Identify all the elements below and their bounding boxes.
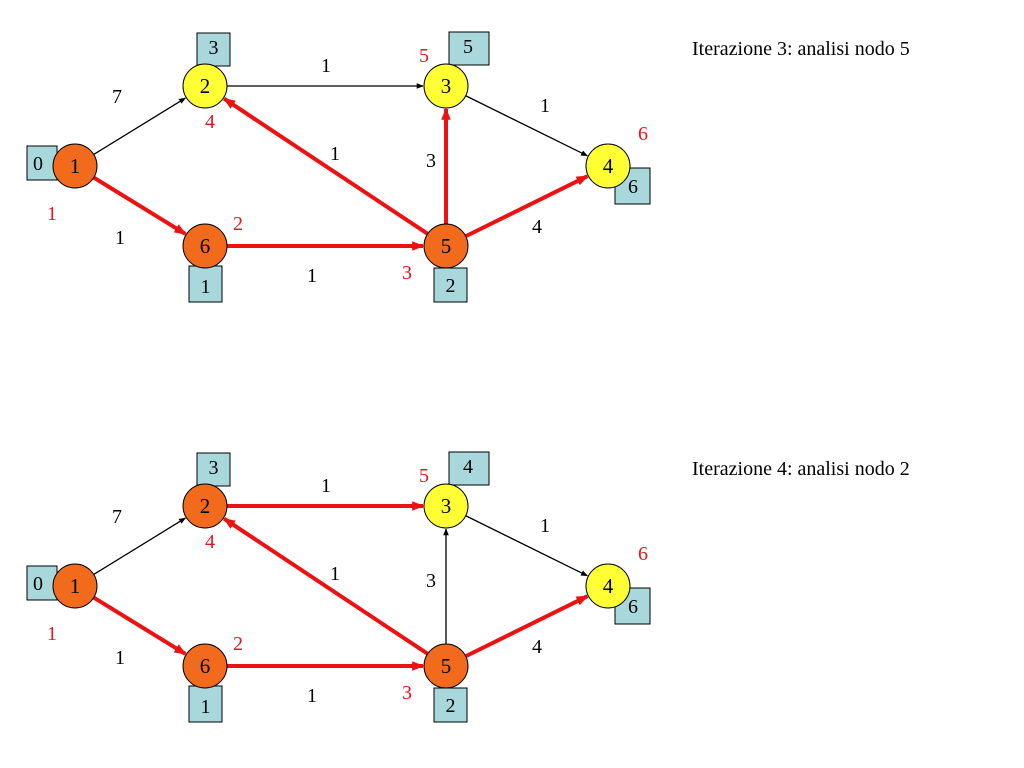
node-6	[182, 643, 228, 689]
node-3	[423, 483, 469, 529]
edge-5-4	[464, 174, 589, 239]
node-label: 4	[603, 154, 614, 178]
edge-weight-label: 1	[540, 515, 550, 537]
predecessor-label: 4	[205, 531, 215, 553]
distance-box-3	[448, 31, 490, 66]
node-label: 5	[441, 234, 452, 258]
node-label: 2	[200, 494, 211, 518]
edge-3-4	[465, 515, 589, 577]
node-label: 5	[441, 654, 452, 678]
edge-weight-label: 3	[426, 150, 436, 172]
edge-weight-label: 1	[330, 563, 340, 585]
node-4	[585, 143, 631, 189]
node-label: 6	[200, 234, 211, 258]
edge-weight-label: 1	[330, 143, 340, 165]
distance-value: 4	[463, 456, 473, 478]
edge-1-2	[93, 97, 187, 156]
node-label: 6	[200, 654, 211, 678]
node-label: 1	[70, 154, 81, 178]
node-5	[423, 223, 469, 269]
predecessor-label: 2	[233, 213, 243, 235]
distance-value: 3	[209, 457, 219, 479]
edge-weight-label: 4	[532, 636, 542, 658]
node-3	[423, 63, 469, 109]
distance-value: 1	[201, 276, 211, 298]
predecessor-label: 2	[233, 633, 243, 655]
edge-weight-label: 1	[540, 95, 550, 117]
node-4	[585, 563, 631, 609]
distance-value: 1	[201, 696, 211, 718]
distance-box-3	[448, 451, 490, 486]
edge-weight-label: 1	[115, 647, 125, 669]
distance-box-2	[196, 452, 231, 487]
distance-box-6	[188, 265, 223, 303]
edge-3-4	[465, 95, 589, 157]
edge-1-6	[92, 175, 187, 236]
distance-value: 2	[446, 275, 456, 297]
predecessor-label: 3	[402, 682, 412, 704]
edge-weight-label: 1	[321, 55, 331, 77]
predecessor-label: 5	[419, 45, 429, 67]
edge-weight-label: 1	[115, 227, 125, 249]
edge-weight-label: 1	[307, 265, 317, 287]
edge-weight-label: 7	[112, 86, 122, 108]
distance-value: 6	[628, 176, 638, 198]
node-2	[182, 63, 228, 109]
edge-5-4	[464, 594, 589, 659]
distance-value: 2	[446, 695, 456, 717]
node-label: 3	[441, 494, 452, 518]
distance-value: 0	[33, 573, 43, 595]
node-1	[52, 143, 98, 189]
distance-box-2	[196, 32, 231, 67]
edge-weight-label: 7	[112, 506, 122, 528]
graph-diagram-1: Iterazione 3: analisi nodo 5 7 1 1 1 1 1 3 4 1 2 3 4…	[26, 31, 910, 303]
iteration-caption: Iterazione 3: analisi nodo 5	[692, 38, 910, 60]
predecessor-label: 3	[402, 262, 412, 284]
predecessor-label: 1	[47, 203, 57, 225]
distance-value: 6	[628, 596, 638, 618]
edge-1-2	[93, 517, 187, 576]
distance-box-1	[26, 145, 58, 181]
edge-weight-label: 4	[532, 216, 542, 238]
edge-5-2	[223, 97, 429, 236]
distance-box-6	[188, 685, 223, 723]
edge-weight-label: 1	[321, 475, 331, 497]
node-2	[182, 483, 228, 529]
node-label: 3	[441, 74, 452, 98]
iteration-caption: Iterazione 4: analisi nodo 2	[692, 458, 910, 480]
predecessor-label: 4	[205, 111, 215, 133]
node-label: 2	[200, 74, 211, 98]
predecessor-label: 1	[47, 623, 57, 645]
predecessor-label: 6	[638, 123, 648, 145]
node-1	[52, 563, 98, 609]
edge-weight-label: 1	[307, 685, 317, 707]
node-6	[182, 223, 228, 269]
edge-weight-label: 3	[426, 570, 436, 592]
node-label: 1	[70, 574, 81, 598]
predecessor-label: 6	[638, 543, 648, 565]
node-label: 4	[603, 574, 614, 598]
distance-value: 3	[209, 37, 219, 59]
edge-1-6	[92, 595, 187, 656]
node-5	[423, 643, 469, 689]
predecessor-label: 5	[419, 465, 429, 487]
distance-value: 0	[33, 153, 43, 175]
edge-5-2	[223, 517, 429, 656]
distance-value: 5	[463, 36, 473, 58]
